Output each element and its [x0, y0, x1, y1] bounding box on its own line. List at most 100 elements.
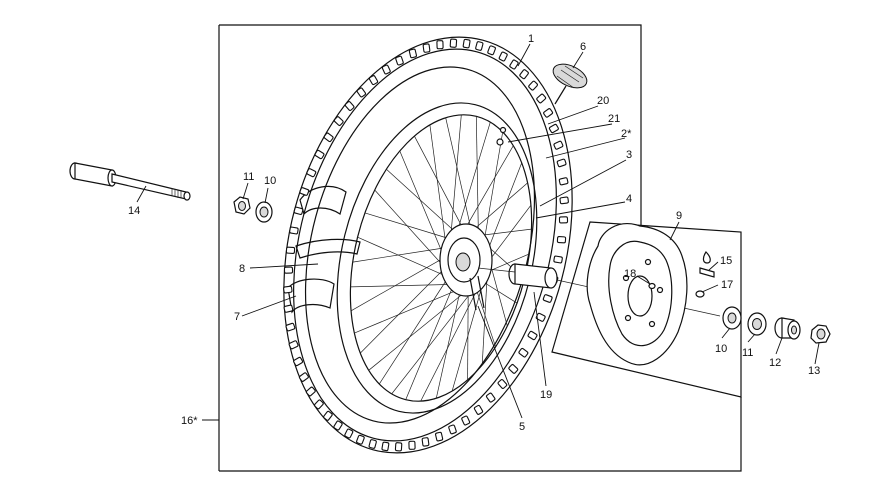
callout-8: 8 — [239, 263, 245, 275]
tyre-knob — [356, 434, 365, 445]
spoke — [379, 277, 449, 385]
callout-5: 5 — [519, 421, 525, 433]
tyre-knob — [293, 206, 304, 215]
spoke — [445, 117, 472, 231]
spoke — [414, 135, 465, 231]
spoke — [463, 145, 514, 231]
callout-19: 19 — [540, 389, 552, 401]
tyre-knob — [299, 187, 310, 196]
tyre-knob — [285, 246, 296, 255]
tyre-knob — [356, 87, 367, 98]
callout-20: 20 — [597, 95, 609, 107]
tyre-knob — [344, 101, 355, 111]
callout-12: 12 — [769, 357, 781, 369]
brake-disc — [586, 223, 688, 366]
callout-labels: 1 6 20 21 2* 3 4 14 11 10 8 7 16* 5 19 9… — [128, 33, 820, 433]
tyre-knob — [518, 347, 529, 358]
tyre-knob — [509, 59, 519, 70]
spoke — [399, 150, 445, 258]
tyre-knob — [323, 410, 333, 421]
spoke — [481, 280, 518, 304]
tyre-knob — [553, 140, 564, 150]
axle-nut-right — [810, 324, 831, 344]
callout-3: 3 — [626, 149, 632, 161]
tyre-knob — [293, 356, 304, 367]
tyre-knob — [306, 168, 317, 178]
spoke — [405, 284, 454, 400]
tyre-knob — [558, 216, 569, 224]
tyre-knob — [305, 386, 316, 397]
spoke — [450, 114, 462, 239]
tyre-knob — [283, 304, 294, 313]
tyre-knob — [298, 372, 309, 382]
tyre-knob — [288, 340, 299, 350]
callout-13: 13 — [808, 365, 820, 377]
callout-18: 18 — [624, 268, 636, 280]
axle-centerline — [477, 267, 516, 273]
tyre-knob — [498, 51, 508, 62]
tyre-valve — [552, 63, 588, 105]
spoke — [483, 131, 504, 243]
tyre-knob — [542, 294, 553, 303]
tyre-knob — [285, 322, 296, 332]
tyre-knob — [558, 177, 569, 186]
rim — [336, 102, 538, 414]
spoke — [352, 247, 447, 263]
tyre-knob — [528, 80, 538, 91]
spoke — [360, 267, 446, 354]
assembly-frame — [219, 24, 642, 232]
bearing-right — [722, 306, 742, 330]
spoke — [386, 168, 457, 234]
spoke — [435, 289, 461, 399]
callout-16: 16* — [181, 415, 198, 427]
tyre-knob — [368, 439, 377, 449]
spoke — [350, 257, 445, 312]
tyre-knob — [548, 123, 559, 134]
tyre-knob — [422, 43, 431, 53]
spoke — [350, 284, 454, 288]
rim-tape — [295, 238, 361, 259]
tyre-knob — [462, 38, 471, 49]
spoke — [391, 287, 476, 395]
tyre-knob — [559, 196, 569, 205]
spoke — [478, 228, 532, 236]
brake-disc-panel — [551, 221, 742, 398]
spoke — [475, 286, 496, 347]
spoke — [475, 116, 479, 236]
tyre-knob — [394, 442, 403, 452]
tyre-knob — [461, 415, 471, 426]
tyre-knob — [314, 399, 324, 410]
front-axle — [69, 162, 191, 201]
callout-11-left: 11 — [243, 171, 254, 183]
tyre-knob — [553, 255, 563, 264]
spoke — [368, 289, 468, 371]
disc-bolts — [648, 251, 715, 298]
tyre-knob — [333, 116, 344, 126]
tyre-knob — [381, 64, 391, 75]
tyre-knob — [508, 364, 519, 374]
tyre-knob — [448, 424, 457, 435]
callout-11-right: 11 — [742, 347, 753, 359]
tyre-knob — [283, 285, 293, 294]
callout-6: 6 — [580, 41, 586, 53]
tyre-knob — [314, 149, 325, 160]
assembly-frame-bottom — [219, 397, 742, 472]
callout-1: 1 — [528, 33, 534, 45]
axle-nut-left — [233, 196, 251, 215]
tyre-knob — [527, 330, 538, 341]
spoke — [456, 121, 491, 233]
tyre-knob — [283, 266, 294, 274]
tyre-knob — [485, 392, 496, 403]
callout-10-right: 10 — [715, 343, 727, 355]
spoke — [487, 204, 532, 263]
tyre-knob — [408, 48, 417, 59]
tyre-knob — [381, 441, 390, 452]
spoke — [429, 124, 447, 248]
tyre-knob — [323, 132, 334, 143]
tyre-knob — [556, 158, 567, 168]
tyre-knob — [473, 404, 484, 415]
wheel-spacer — [508, 263, 558, 289]
tyre-knob — [333, 420, 343, 431]
callout-7: 7 — [234, 311, 240, 323]
callout-2: 2* — [621, 128, 632, 140]
